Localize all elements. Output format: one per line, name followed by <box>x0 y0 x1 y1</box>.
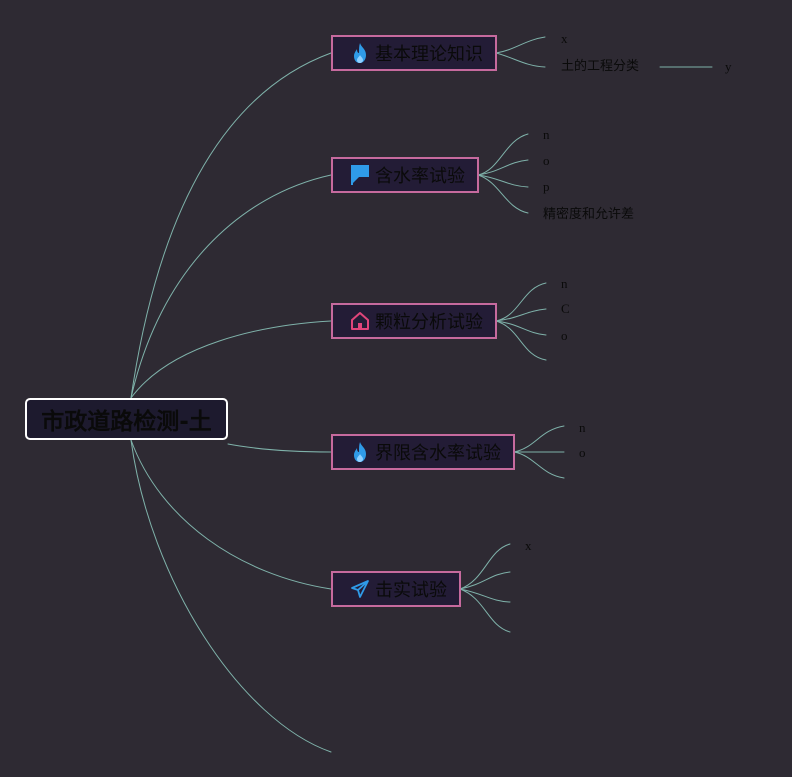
topic-particle-analysis[interactable]: 颗粒分析试验 <box>331 303 497 339</box>
connector-t3-leaf-3 <box>495 320 547 336</box>
connector-t2-leaf-3 <box>477 174 529 188</box>
leaf-t2-4[interactable]: 精密度和允许差 <box>543 207 635 222</box>
connector-t4-leaf-3 <box>513 451 565 479</box>
topic-label: 界限含水率试验 <box>375 443 501 464</box>
connector-root-topic-4 <box>227 443 332 453</box>
root-topic-label: 市政道路检测-土 <box>41 409 212 435</box>
connector-t5-leaf-4 <box>459 588 511 633</box>
topic-basic-theory[interactable]: 基本理论知识 <box>331 35 497 71</box>
leaf-t1-2-child[interactable]: y <box>725 59 732 74</box>
house-icon <box>350 310 370 332</box>
topic-compaction-test[interactable]: 击实试验 <box>331 571 461 607</box>
leaf-t3-2[interactable]: C <box>561 301 570 316</box>
topic-label: 基本理论知识 <box>375 44 483 65</box>
leaf-t3-1[interactable]: n <box>561 276 568 291</box>
connector-t5-leaf-2 <box>459 571 511 590</box>
topic-label: 颗粒分析试验 <box>375 312 483 333</box>
flag-icon <box>350 164 370 186</box>
connector-root-extra <box>130 439 332 753</box>
topic-label: 击实试验 <box>375 580 447 601</box>
connector-root-topic-3 <box>130 320 332 399</box>
fire-icon <box>350 441 370 463</box>
connector-t2-leaf-4 <box>477 174 529 214</box>
connector-t3-leaf-1 <box>495 282 547 322</box>
leaf-t4-1[interactable]: n <box>579 420 586 435</box>
connector-t1-leaf-1 <box>495 36 546 54</box>
connector-t5-leaf-1 <box>459 543 511 590</box>
connector-root-topic-5 <box>130 439 332 590</box>
topic-moisture-test[interactable]: 含水率试验 <box>331 157 479 193</box>
connector-t4-leaf-1 <box>513 425 565 453</box>
leaf-t4-2[interactable]: o <box>579 445 586 460</box>
leaf-t2-2[interactable]: o <box>543 153 550 168</box>
leaf-t1-1[interactable]: x <box>561 31 568 46</box>
leaf-t2-3[interactable]: p <box>543 179 550 194</box>
topic-limit-moisture[interactable]: 界限含水率试验 <box>331 434 515 470</box>
connector-t2-leaf-1 <box>477 133 529 176</box>
paper-plane-icon <box>350 578 370 600</box>
connector-root-topic-1 <box>130 52 332 399</box>
connector-t2-leaf-2 <box>477 159 529 176</box>
leaf-t1-2[interactable]: 土的工程分类 <box>561 59 640 74</box>
connector-t3-leaf-2 <box>495 308 547 322</box>
connector-root-topic-2 <box>130 174 332 399</box>
connector-t3-leaf-4 <box>495 320 547 361</box>
root-topic[interactable]: 市政道路检测-土 <box>25 398 228 440</box>
topic-label: 含水率试验 <box>375 166 465 187</box>
leaf-t2-1[interactable]: n <box>543 127 550 142</box>
fire-icon <box>350 42 370 64</box>
leaf-t3-3[interactable]: o <box>561 328 568 343</box>
connector-t1-leaf-2 <box>495 52 546 68</box>
connector-t5-leaf-3 <box>459 588 511 603</box>
leaf-t5-1[interactable]: x <box>525 538 532 553</box>
